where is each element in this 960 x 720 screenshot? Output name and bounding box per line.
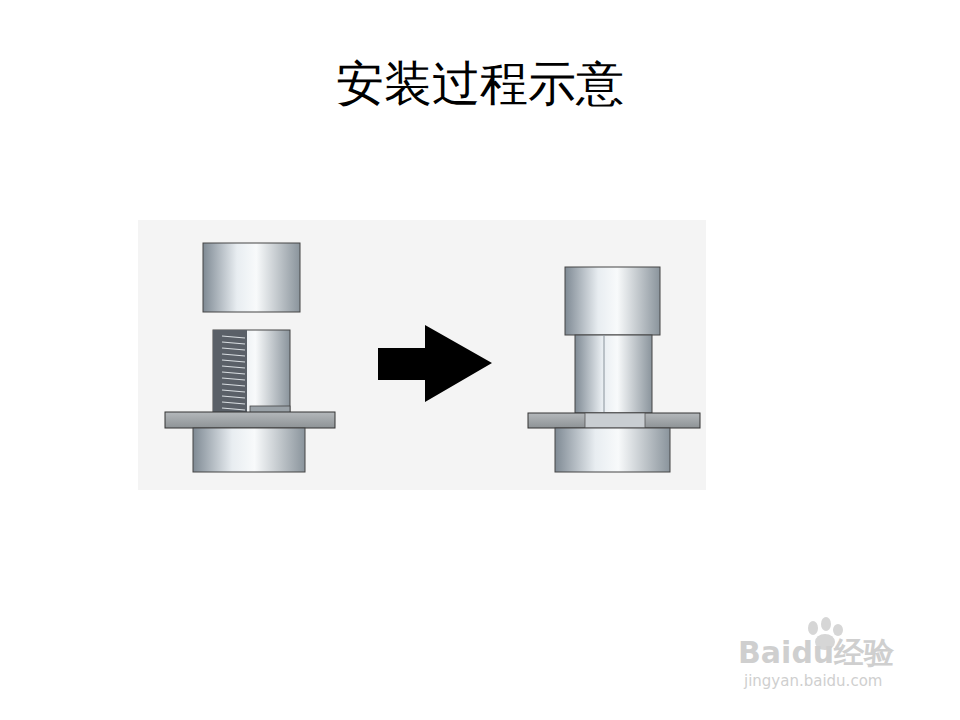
panel-ground: [138, 220, 706, 490]
knurl-stroke: [222, 372, 245, 374]
knurl-stroke: [222, 342, 245, 344]
knurl-stroke: [222, 378, 245, 380]
anvil: [555, 428, 670, 472]
knurl-stroke: [222, 360, 245, 362]
punch: [565, 267, 660, 335]
knurl-lines: [222, 336, 245, 410]
knurl-stroke: [222, 354, 245, 356]
anvil: [193, 428, 305, 472]
fastener: [213, 330, 290, 413]
knurl-stroke: [222, 402, 245, 404]
knurl-stroke: [222, 366, 245, 368]
knurl-stroke: [222, 396, 245, 398]
title: 安装过程示意: [0, 58, 960, 111]
watermark: Baidu经验: [738, 633, 894, 674]
knurl-stroke: [222, 384, 245, 386]
sheet: [528, 413, 700, 428]
watermark-url: jingyan.baidu.com: [744, 672, 882, 690]
knurl-stroke: [222, 408, 245, 410]
fastener: [575, 335, 652, 413]
punch: [203, 243, 300, 312]
process-arrow: [378, 325, 492, 402]
knurl-stroke: [222, 348, 245, 350]
knurl-stroke: [222, 336, 245, 338]
fastener-edge: [604, 335, 605, 413]
pressed-knurl: [585, 413, 645, 428]
knurl-stroke: [222, 390, 245, 392]
knurl-band: [213, 330, 247, 413]
sheet: [165, 412, 335, 428]
